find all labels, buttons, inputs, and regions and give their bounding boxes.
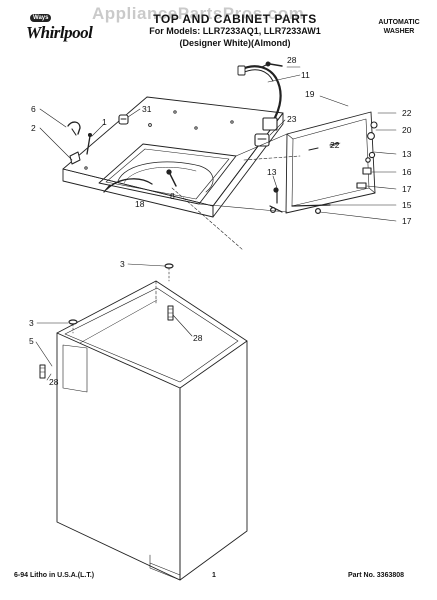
console-panel-part-19 <box>285 111 376 214</box>
screw-part-8 <box>166 169 177 187</box>
screw-part-3-top <box>164 263 174 282</box>
screw-part-28-mid <box>167 305 174 321</box>
clip-part-31 <box>118 114 129 125</box>
leader-dashes-panel <box>198 133 288 213</box>
switch-part-23 <box>254 133 270 147</box>
callout-16: 16 <box>402 167 412 177</box>
callout-labels: 28 11 19 22 20 22 13 16 17 15 17 13 23 6… <box>29 55 412 387</box>
models-line: For Models: LLR7233AQ1, LLR7233AW1 <box>149 26 321 36</box>
screw-part-3-left <box>68 319 78 334</box>
product-type: AUTOMATIC WASHER <box>368 18 430 36</box>
callout-22-top: 22 <box>402 108 412 118</box>
callout-18: 18 <box>135 199 145 209</box>
callout-1: 1 <box>102 117 107 127</box>
washer-top-panel <box>62 96 284 218</box>
callout-31: 31 <box>142 104 152 114</box>
lid-hinge-part-18 <box>103 178 153 193</box>
callout-22-mid: 22 <box>330 140 340 150</box>
screws-part-15-17 <box>291 204 331 215</box>
callout-15: 15 <box>402 200 412 210</box>
wire-harness-part-11 <box>237 62 282 131</box>
callout-5: 5 <box>29 336 34 346</box>
pad-part-2 <box>69 151 81 165</box>
callout-8: 8 <box>170 191 175 201</box>
callout-23: 23 <box>287 114 297 124</box>
callout-leaders <box>35 66 397 381</box>
title-block: TOP AND CABINET PARTS For Models: LLR723… <box>120 13 350 49</box>
washer-cabinet <box>56 280 248 581</box>
panel-clips-right <box>356 121 378 189</box>
callout-20: 20 <box>402 125 412 135</box>
screw-part-28-low <box>39 364 46 379</box>
callout-11: 11 <box>301 70 310 80</box>
bracket-part-6 <box>67 121 81 136</box>
leader-dashes-top <box>171 155 301 251</box>
callout-19: 19 <box>305 89 315 99</box>
callout-28-low: 28 <box>49 377 59 387</box>
product-type-line2: WASHER <box>383 28 415 35</box>
callout-28-mid: 28 <box>193 333 203 343</box>
footer-part-number: Part No. 3363808 <box>348 572 405 579</box>
callout-13-left: 13 <box>267 167 277 177</box>
callout-13-right: 13 <box>402 149 412 159</box>
color-line: (Designer White)(Almond) <box>179 38 291 48</box>
callout-6: 6 <box>31 104 36 114</box>
callout-3-left: 3 <box>29 318 34 328</box>
screws-part-13-left <box>269 187 283 214</box>
callout-17-a: 17 <box>402 184 412 194</box>
screw-part-28-top <box>265 61 283 67</box>
footer-page-number: 1 <box>212 572 216 579</box>
product-type-line1: AUTOMATIC <box>378 19 420 26</box>
logo-wordmark: Whirlpool <box>26 23 93 42</box>
logo-badge: Ways <box>30 14 52 22</box>
whirlpool-logo: Ways Whirlpool <box>26 12 96 48</box>
callout-2: 2 <box>31 123 36 133</box>
callout-28-top: 28 <box>287 55 297 65</box>
footer-litho: 6-94 Litho in U.S.A.(L.T.) <box>14 572 95 579</box>
pin-part-1 <box>86 132 93 155</box>
callout-17-b: 17 <box>402 216 412 226</box>
callout-3-top: 3 <box>120 259 125 269</box>
diagram-title: TOP AND CABINET PARTS <box>153 12 317 26</box>
watermark: AppliancePartsPros.com <box>92 4 305 23</box>
